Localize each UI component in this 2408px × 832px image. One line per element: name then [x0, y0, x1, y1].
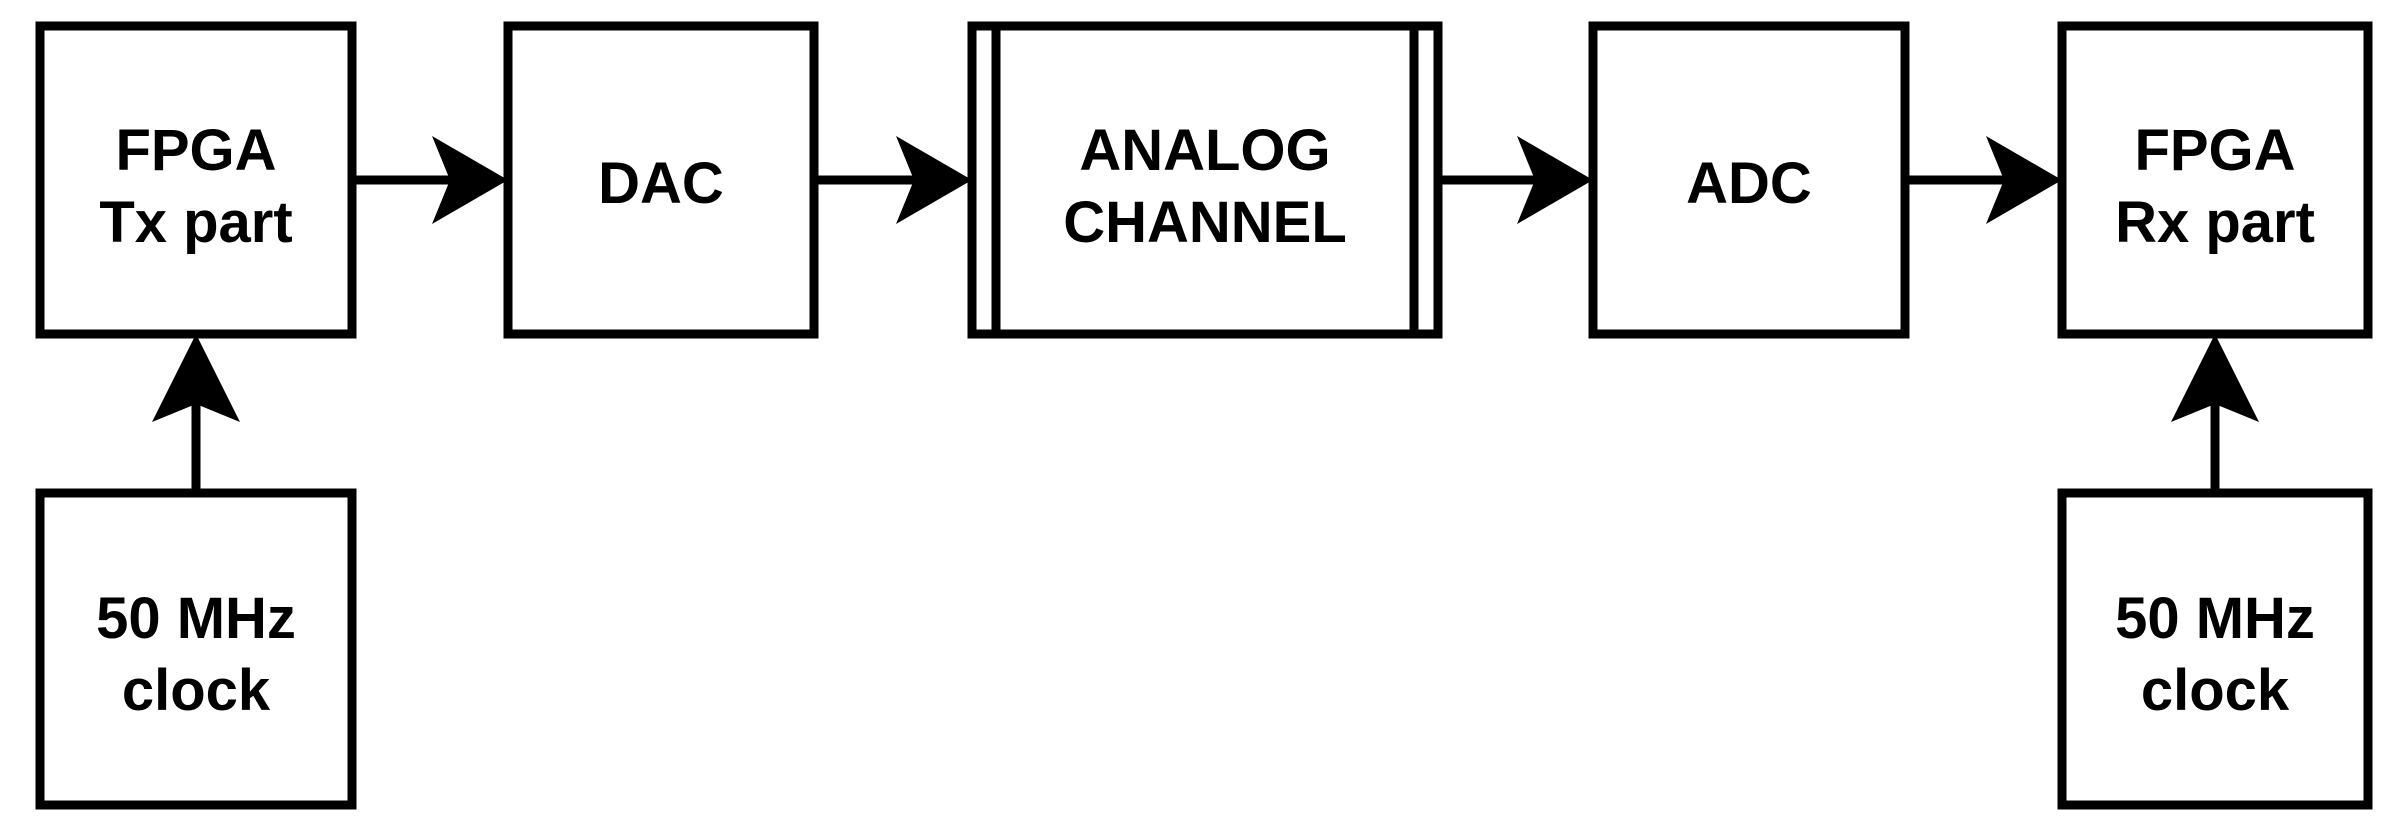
arrow-analog-channel-to-adc: [1438, 136, 1593, 224]
analog-channel-label-line2: CHANNEL: [1063, 190, 1347, 255]
clock-rx-label-line1: 50 MHz: [2115, 586, 2315, 651]
adc-block: ADC: [1588, 21, 1910, 339]
clock-tx-label-line2: clock: [122, 658, 271, 723]
analog-channel-block: ANALOG CHANNEL: [967, 21, 1443, 339]
arrow-adc-to-fpga-rx: [1905, 136, 2062, 224]
fpga-rx-block: FPGA Rx part: [2057, 21, 2373, 339]
clock-rx-label-line2: clock: [2141, 658, 2290, 723]
arrow-dac-to-analog-channel: [814, 136, 972, 224]
arrow-fpga-tx-to-dac: [352, 136, 508, 224]
fpga-tx-label-line2: Tx part: [99, 190, 292, 255]
arrow-clock-rx-to-fpga-rx: [2171, 334, 2259, 493]
clock-tx-label-line1: 50 MHz: [96, 586, 296, 651]
fpga-rx-label-line2: Rx part: [2115, 190, 2315, 255]
clock-tx-block: 50 MHz clock: [35, 488, 357, 810]
dac-block: DAC: [503, 21, 819, 339]
adc-label: ADC: [1686, 151, 1812, 216]
arrow-clock-tx-to-fpga-tx: [152, 334, 240, 493]
clock-rx-block: 50 MHz clock: [2057, 488, 2373, 810]
analog-channel-label-line1: ANALOG: [1079, 118, 1330, 183]
fpga-rx-label-line1: FPGA: [2134, 118, 2295, 183]
fpga-tx-label-line1: FPGA: [115, 118, 276, 183]
fpga-tx-block: FPGA Tx part: [35, 21, 357, 339]
dac-label: DAC: [598, 151, 724, 216]
